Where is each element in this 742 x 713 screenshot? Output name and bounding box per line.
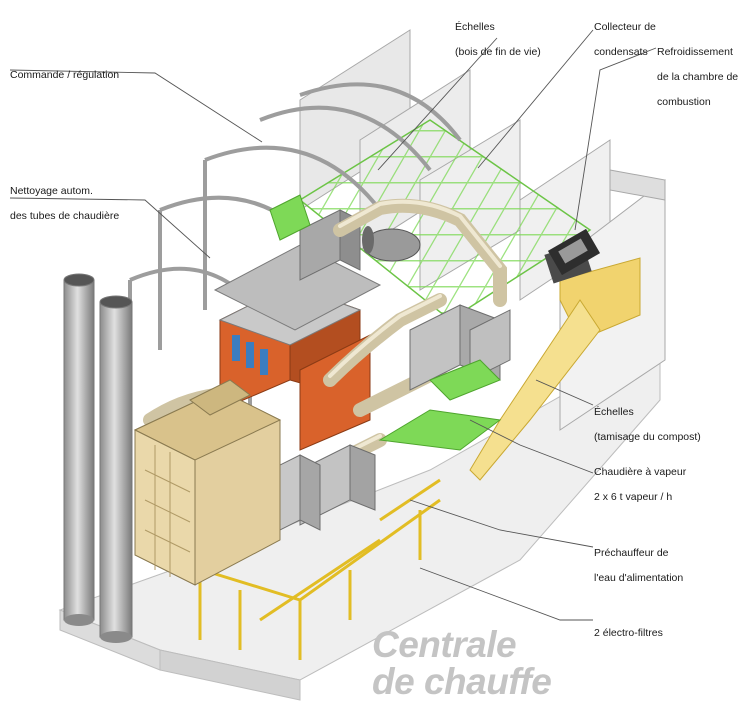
diagram-title: Centrale de chauffe — [372, 624, 552, 702]
label-echelles-bois: Échelles (bois de fin de vie) — [455, 20, 541, 58]
leader-lines — [9, 29, 657, 621]
label-prechauffeur: Préchauffeur de l'eau d'alimentation — [594, 546, 684, 584]
label-echelles-compost: Échelles (tamisage du compost) — [594, 405, 701, 443]
chimneys — [63, 273, 133, 643]
label-refroidissement: Refroidissement de la chambre de combust… — [657, 45, 739, 108]
label-commande-regulation: Commande / régulation — [10, 68, 120, 81]
label-electro-filtres: 2 électro-filtres — [594, 626, 663, 639]
cooling-unit — [547, 228, 601, 276]
label-collecteur-condensats: Collecteur de condensats — [594, 20, 656, 58]
furnace-block — [133, 379, 282, 586]
label-chaudiere-vapeur: Chaudière à vapeur 2 x 6 t vapeur / h — [594, 465, 687, 503]
label-nettoyage-tubes: Nettoyage autom. des tubes de chaudière — [10, 184, 120, 222]
condensate-tank — [362, 226, 421, 262]
steam-boilers — [213, 244, 382, 451]
